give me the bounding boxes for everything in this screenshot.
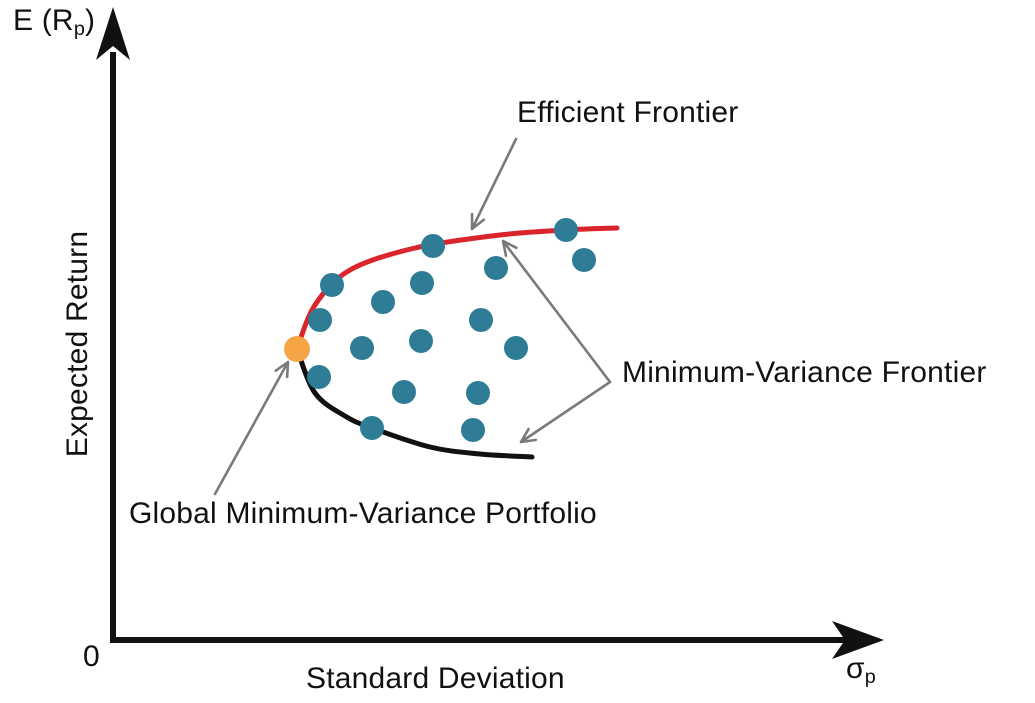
- individual-portfolio-points: [409, 329, 433, 353]
- individual-portfolio-points: [572, 248, 596, 272]
- efficient-frontier-curve: [294, 225, 620, 352]
- y-axis-symbol-post: ): [85, 4, 96, 37]
- individual-portfolio-points: [307, 365, 331, 389]
- global-minimum-variance-point: [284, 336, 310, 362]
- individual-portfolio-points: [350, 336, 374, 360]
- global-minimum-variance-label: Global Minimum-Variance Portfolio: [129, 497, 597, 530]
- x-axis-symbol: σp: [846, 652, 876, 689]
- individual-portfolio-points: [484, 256, 508, 280]
- annotation-arrows: [213, 137, 612, 496]
- individual-portfolio-points: [554, 218, 578, 242]
- minimum-variance-lower-frontier-curve: [294, 346, 535, 460]
- y-axis: [96, 7, 130, 643]
- y-axis-symbol: E (Rp): [13, 4, 95, 41]
- minimum-variance-frontier-upper-arrow-icon: [501, 239, 612, 384]
- y-axis-symbol-sub: p: [73, 17, 86, 40]
- efficient-frontier-label: Efficient Frontier: [517, 96, 739, 129]
- x-axis-arrowhead-icon: [832, 621, 884, 659]
- minimum-variance-frontier-label: Minimum-Variance Frontier: [622, 356, 987, 389]
- x-axis-title: Standard Deviation: [306, 662, 565, 695]
- x-axis-symbol-sigma: σ: [846, 652, 865, 685]
- individual-portfolio-points: [308, 308, 332, 332]
- portfolio-points: [284, 218, 596, 442]
- individual-portfolio-points: [461, 418, 485, 442]
- x-axis: [110, 621, 884, 659]
- global-minimum-variance-arrow-icon: [213, 360, 290, 496]
- x-axis-symbol-sub: p: [864, 665, 876, 688]
- individual-portfolio-points: [410, 271, 434, 295]
- y-axis-arrowhead-icon: [96, 7, 130, 60]
- efficient-frontier-arrow-icon: [470, 137, 518, 231]
- individual-portfolio-points: [466, 381, 490, 405]
- y-axis-symbol-pre: E (R: [13, 4, 74, 37]
- frontier-curves: [294, 225, 620, 460]
- y-axis-title: Expected Return: [60, 230, 94, 458]
- minimum-variance-frontier-lower-arrow-icon: [519, 380, 612, 444]
- individual-portfolio-points: [469, 308, 493, 332]
- individual-portfolio-points: [421, 234, 445, 258]
- individual-portfolio-points: [320, 273, 344, 297]
- individual-portfolio-points: [504, 336, 528, 360]
- individual-portfolio-points: [392, 380, 416, 404]
- individual-portfolio-points: [371, 290, 395, 314]
- individual-portfolio-points: [360, 416, 384, 440]
- origin-label: 0: [83, 640, 100, 673]
